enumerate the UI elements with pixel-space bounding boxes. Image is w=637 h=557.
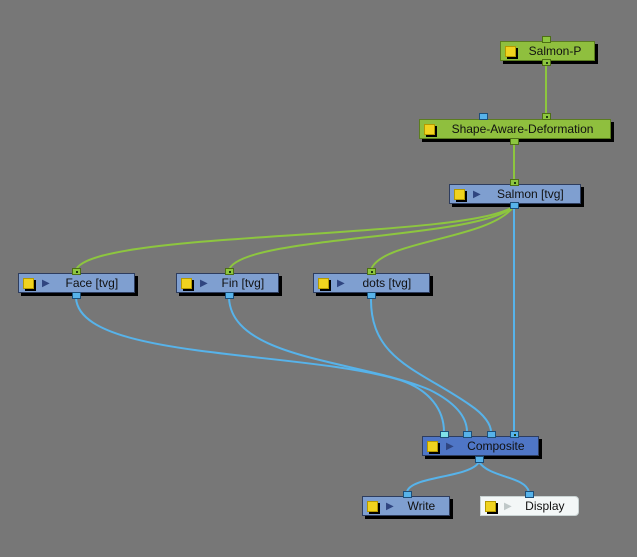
wire-salmon-fin[interactable] (228, 205, 515, 271)
expand-arrow-icon[interactable]: ▶ (504, 500, 512, 512)
node-shape-aware-deformation[interactable]: Shape-Aware-Deformation (419, 119, 611, 139)
node-label: Salmon-P (528, 44, 582, 58)
enable-switch-icon[interactable] (485, 500, 496, 512)
wire-dots-composite[interactable] (369, 297, 492, 433)
node-label: Face [tvg] (65, 276, 119, 290)
input-port-1[interactable] (440, 431, 449, 438)
output-port[interactable] (367, 292, 376, 299)
enable-switch-icon[interactable] (427, 440, 438, 452)
node-salmon-p[interactable]: Salmon-P (500, 41, 595, 61)
expand-arrow-icon[interactable]: ▶ (473, 188, 481, 200)
expand-arrow-icon[interactable]: ▶ (337, 277, 345, 289)
output-port[interactable] (72, 292, 81, 299)
enable-switch-icon[interactable] (367, 500, 378, 512)
node-label: Write (407, 499, 436, 513)
input-port[interactable] (525, 491, 534, 498)
node-label: Fin [tvg] (221, 276, 265, 290)
expand-arrow-icon[interactable]: ▶ (386, 500, 394, 512)
node-fin[interactable]: ▶ Fin [tvg] (176, 273, 279, 293)
output-port[interactable] (542, 59, 551, 66)
node-label: Display (525, 499, 565, 513)
expand-arrow-icon[interactable]: ▶ (42, 277, 50, 289)
expand-arrow-icon[interactable]: ▶ (200, 277, 208, 289)
node-display[interactable]: ▶ Display (480, 496, 579, 516)
wire-face-composite[interactable] (75, 297, 445, 433)
node-label: Composite (467, 439, 525, 453)
enable-switch-icon[interactable] (23, 277, 34, 289)
node-composite[interactable]: ▶ Composite (422, 436, 539, 456)
input-port[interactable] (225, 268, 234, 275)
input-port-2[interactable] (463, 431, 472, 438)
wire-salmon-dots[interactable] (370, 205, 515, 271)
enable-switch-icon[interactable] (505, 45, 516, 57)
node-write[interactable]: ▶ Write (362, 496, 450, 516)
input-port[interactable] (72, 268, 81, 275)
wire-salmon-face[interactable] (75, 205, 515, 271)
wire-composite-display[interactable] (478, 461, 530, 493)
node-label: dots [tvg] (362, 276, 412, 290)
input-port[interactable] (510, 179, 519, 186)
output-port[interactable] (475, 456, 484, 463)
output-port[interactable] (510, 138, 519, 145)
input-port[interactable] (542, 36, 551, 43)
input-port-deformation[interactable] (542, 113, 551, 120)
node-label: Salmon [tvg] (497, 187, 564, 201)
node-dots[interactable]: ▶ dots [tvg] (313, 273, 430, 293)
enable-switch-icon[interactable] (454, 188, 465, 200)
output-port[interactable] (510, 202, 519, 209)
expand-arrow-icon[interactable]: ▶ (446, 440, 454, 452)
input-port[interactable] (367, 268, 376, 275)
enable-switch-icon[interactable] (181, 277, 192, 289)
node-salmon[interactable]: ▶ Salmon [tvg] (449, 184, 581, 204)
node-label: Shape-Aware-Deformation (451, 122, 594, 136)
wire-composite-write[interactable] (406, 461, 480, 493)
output-port[interactable] (225, 292, 234, 299)
wire-fin-composite[interactable] (228, 297, 468, 433)
input-port-3[interactable] (487, 431, 496, 438)
node-face[interactable]: ▶ Face [tvg] (18, 273, 135, 293)
input-port-image[interactable] (479, 113, 488, 120)
input-port[interactable] (403, 491, 412, 498)
enable-switch-icon[interactable] (424, 123, 435, 135)
enable-switch-icon[interactable] (318, 277, 329, 289)
input-port-4[interactable] (510, 431, 519, 438)
